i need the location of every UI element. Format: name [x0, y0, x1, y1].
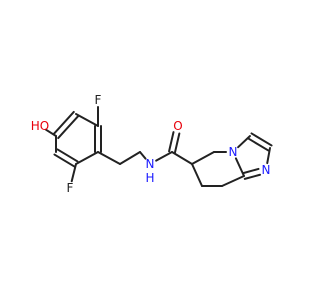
- bond-C8-N1: [139, 151, 147, 160]
- bond-C2-C3: [75, 113, 99, 127]
- bonds-layer: [44, 106, 273, 187]
- bond-C13-N3: [266, 147, 271, 165]
- atom-label-f2: F: [67, 181, 74, 195]
- bond-N3-C14-1: [242, 167, 260, 175]
- bond-C16-C10: [191, 163, 203, 187]
- bond-C1-C2-1: [57, 115, 80, 140]
- bond-C9-O2-2: [168, 131, 175, 153]
- bond-C9-C10: [171, 151, 193, 165]
- atom-label-n2: N: [229, 145, 238, 159]
- bond-C14-C15: [221, 175, 245, 187]
- bond-C4-C7: [97, 151, 121, 165]
- atom-label-h1: H: [145, 171, 154, 185]
- bond-C9-O2-1: [173, 132, 181, 154]
- atom-label-oh: HO: [31, 119, 49, 133]
- bond-OH-C1: [44, 128, 57, 137]
- atom-label-n3: N: [262, 163, 271, 177]
- bond-C7-C8: [119, 151, 141, 165]
- bond-C10-C11: [191, 151, 215, 165]
- bond-N1-C9: [155, 151, 173, 162]
- atom-label-o2: O: [173, 119, 182, 133]
- bond-C5-C6-1: [56, 148, 79, 163]
- bond-C1-C2-2: [52, 110, 75, 135]
- bond-C14-N2: [234, 157, 245, 177]
- bond-C12-C13-2: [250, 132, 273, 147]
- bond-N3-C14-2: [243, 173, 262, 180]
- bond-C4-C5: [75, 151, 99, 165]
- bond-C5-C6-2: [53, 153, 76, 168]
- atom-label-f1: F: [95, 93, 102, 107]
- atom-label-n1: N: [146, 157, 155, 171]
- bond-C12-C13-1: [247, 137, 270, 152]
